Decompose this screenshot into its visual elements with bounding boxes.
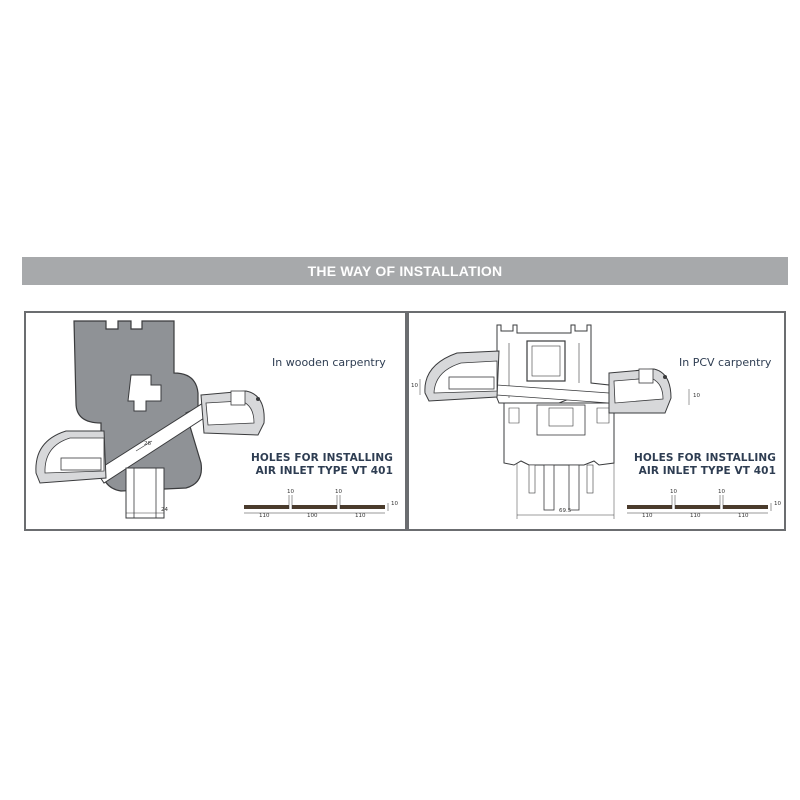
hole-pattern-left	[244, 495, 389, 514]
dim-height-right: 10	[774, 501, 781, 507]
dim-bottom-left: 24	[161, 507, 168, 513]
wooden-carpentry-caption: In wooden carpentry	[272, 356, 386, 369]
dim-height-left: 10	[391, 501, 398, 507]
dim-seg3-left: 110	[355, 513, 366, 519]
dim-side-right-right: 10	[693, 393, 700, 399]
pvc-carpentry-panel: In PCV carpentry HOLES FOR INSTALLING AI…	[407, 311, 786, 531]
section-title: THE WAY OF INSTALLATION	[307, 263, 503, 279]
dim-side-left-right: 10	[411, 383, 418, 389]
wooden-frame-section-drawing	[35, 320, 389, 519]
wooden-carpentry-panel: In wooden carpentry HOLES FOR INSTALLING…	[24, 311, 407, 531]
section-banner: THE WAY OF INSTALLATION	[22, 257, 788, 285]
holes-heading-left: HOLES FOR INSTALLING AIR INLET TYPE VT 4…	[251, 452, 393, 478]
dim-seg2-right: 110	[690, 513, 701, 519]
dim-gap2-left: 10	[335, 489, 342, 495]
dim-width-right: 69.5	[559, 508, 572, 514]
dim-seg1-right: 110	[642, 513, 653, 519]
dim-angle-left: 26	[144, 441, 151, 447]
holes-heading-line2: AIR INLET TYPE VT 401	[255, 465, 393, 477]
holes-heading-line1: HOLES FOR INSTALLING	[250, 452, 393, 464]
dim-seg2-left: 100	[307, 513, 318, 519]
holes-heading-right: HOLES FOR INSTALLING AIR INLET TYPE VT 4…	[634, 452, 776, 478]
dim-gap1-left: 10	[287, 489, 294, 495]
dim-seg1-left: 110	[259, 513, 270, 519]
pvc-frame-section-drawing	[419, 324, 772, 519]
pvc-carpentry-caption: In PCV carpentry	[679, 356, 772, 369]
holes-heading-line1: HOLES FOR INSTALLING	[633, 452, 776, 464]
dim-gap2-right: 10	[718, 489, 725, 495]
holes-heading-line2: AIR INLET TYPE VT 401	[638, 465, 776, 477]
dim-seg3-right: 110	[738, 513, 749, 519]
hole-pattern-right	[627, 495, 772, 514]
dim-gap1-right: 10	[670, 489, 677, 495]
